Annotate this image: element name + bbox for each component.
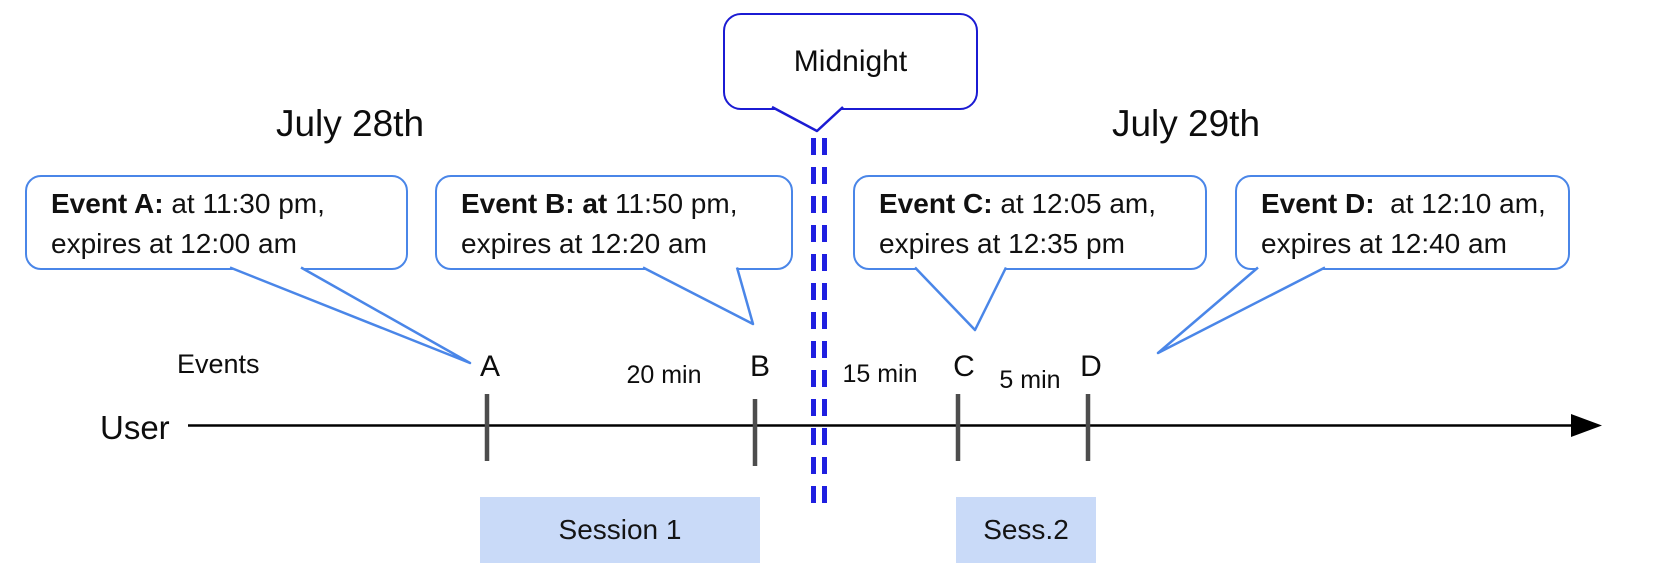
event-b-letter: B — [749, 350, 770, 383]
event-a-letter: A — [479, 350, 500, 383]
session-2-box: Sess.2 — [956, 497, 1096, 563]
event-a-time: at 11:30 pm, — [163, 188, 325, 219]
session-1-label: Session 1 — [558, 514, 682, 545]
event-a-expiry: expires at 12:00 am — [51, 228, 297, 259]
date-label-july-29: July 29th — [1111, 103, 1261, 144]
midnight-callout: Midnight — [723, 13, 978, 110]
event-d-time: at 12:10 am, — [1374, 188, 1546, 219]
midnight-callout-tail — [771, 105, 844, 133]
interval-label-5min: 5 min — [999, 366, 1061, 394]
event-b-callout: Event B: at 11:50 pm, expires at 12:20 a… — [435, 175, 793, 270]
event-c-callout-tail — [914, 266, 1008, 332]
user-row-label: User — [100, 409, 170, 446]
timeline-arrowhead — [1571, 414, 1602, 437]
session-2-label: Sess.2 — [983, 514, 1069, 545]
events-label: Events — [177, 349, 260, 379]
event-c-line1: Event C: at 12:05 am, — [879, 184, 1205, 224]
event-c-callout: Event C: at 12:05 am, expires at 12:35 p… — [853, 175, 1207, 270]
interval-label-20min: 20 min — [626, 361, 702, 389]
event-b-title: Event B: at — [461, 188, 608, 219]
event-d-callout-tail — [1156, 266, 1326, 355]
midnight-label: Midnight — [793, 44, 908, 78]
interval-label-15min: 15 min — [842, 360, 918, 388]
event-c-expiry: expires at 12:35 pm — [879, 228, 1125, 259]
event-d-title: Event D: — [1261, 188, 1375, 219]
event-d-callout: Event D: at 12:10 am, expires at 12:40 a… — [1235, 175, 1570, 270]
event-a-callout: Event A: at 11:30 pm, expires at 12:00 a… — [25, 175, 408, 270]
event-b-callout-tail — [642, 266, 755, 326]
event-b-expiry: expires at 12:20 am — [461, 228, 707, 259]
date-label-july-28: July 28th — [275, 103, 425, 144]
session-1-box: Session 1 — [480, 497, 760, 563]
event-b-line1: Event B: at 11:50 pm, — [461, 184, 791, 224]
event-d-line1: Event D: at 12:10 am, — [1261, 184, 1568, 224]
event-a-callout-tail — [229, 266, 472, 365]
event-c-time: at 12:05 am, — [992, 188, 1157, 219]
event-a-line1: Event A: at 11:30 pm, — [51, 184, 406, 224]
event-c-title: Event C: — [879, 188, 993, 219]
event-d-letter: D — [1080, 350, 1102, 383]
event-c-letter: C — [953, 350, 975, 383]
event-b-time: 11:50 pm, — [607, 188, 738, 219]
event-a-title: Event A: — [51, 188, 164, 219]
event-d-expiry: expires at 12:40 am — [1261, 228, 1507, 259]
